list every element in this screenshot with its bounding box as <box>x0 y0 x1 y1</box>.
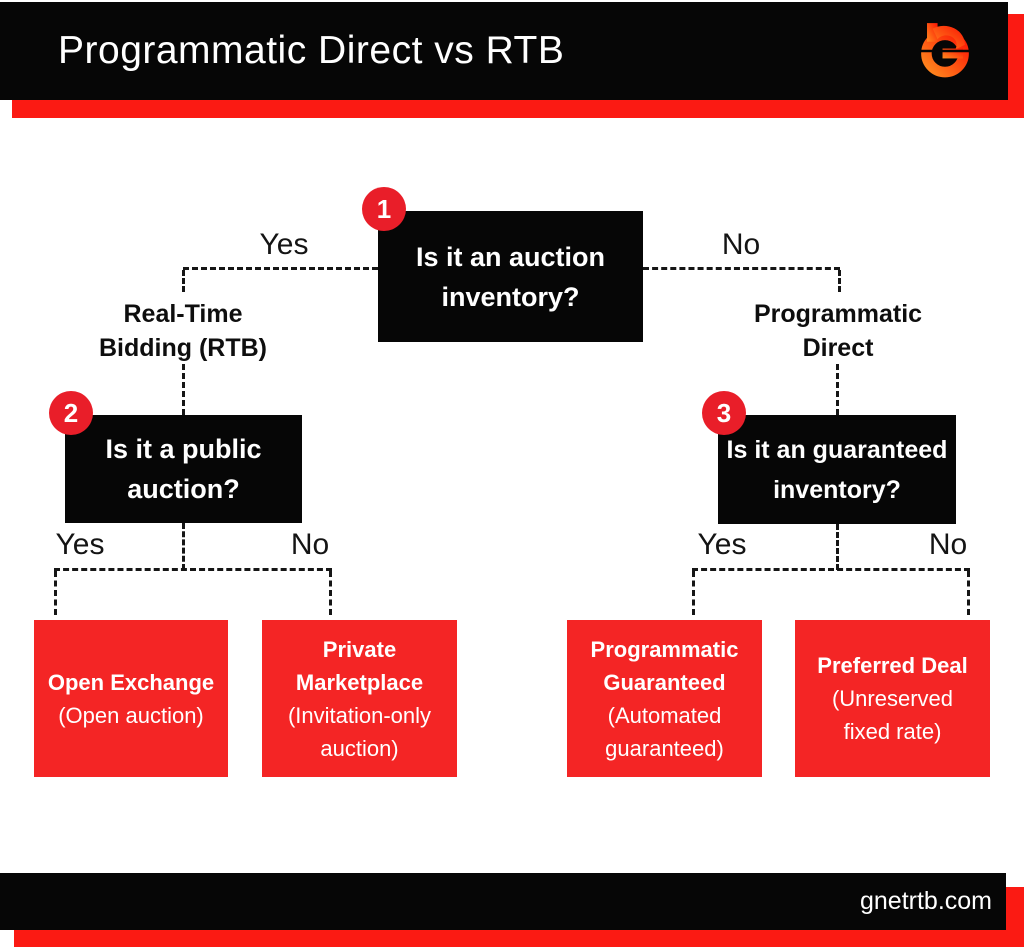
connector-node2-no-drop <box>329 571 332 615</box>
category-direct-line2: Direct <box>802 334 874 362</box>
connector-root-no-horizontal <box>643 267 840 270</box>
branch-label-root-yes: Yes <box>259 228 309 261</box>
connector-rtb-to-node2 <box>182 364 185 415</box>
question-2-line2: auction? <box>127 474 240 504</box>
connector-direct-to-node3 <box>836 364 839 415</box>
category-direct-line1: Programmatic <box>753 300 923 328</box>
outcome-title: Programmatic Guaranteed <box>590 636 739 695</box>
category-rtb-line1: Real-Time <box>123 300 243 328</box>
connector-node2-yes-drop <box>54 571 57 615</box>
outcome-box-open-exchange: Open Exchange (Open auction) <box>34 620 228 777</box>
branch-label-node2-no: No <box>290 528 330 561</box>
connector-root-no-corner <box>838 270 841 292</box>
connector-node2-down <box>182 523 185 570</box>
outcome-subtitle: (Open auction) <box>58 702 204 728</box>
outcome-title: Preferred Deal <box>817 653 968 678</box>
connector-node3-yes-drop <box>692 571 695 615</box>
outcome-box-preferred-deal: Preferred Deal (Unreserved fixed rate) <box>795 620 990 777</box>
footer-bar: gnetrtb.com <box>0 873 1006 930</box>
outcome-box-private-marketplace: Private Marketplace (Invitation-only auc… <box>262 620 457 777</box>
decision-node-3: 3 Is it an guaranteed inventory? <box>702 391 956 524</box>
outcome-subtitle: (Unreserved fixed rate) <box>831 686 954 744</box>
category-label-rtb: Real-Time Bidding (RTB) <box>88 297 278 365</box>
outcome-box-programmatic-guaranteed: Programmatic Guaranteed (Automated guara… <box>567 620 762 777</box>
step-badge-3: 3 <box>702 391 746 435</box>
question-1-line2: inventory? <box>441 281 580 312</box>
question-3-line1: Is it an guaranteed <box>726 435 948 464</box>
step-badge-2: 2 <box>49 391 93 435</box>
outcome-subtitle: (Automated guaranteed) <box>605 702 724 761</box>
connector-root-yes-horizontal <box>183 267 378 270</box>
g-logo-icon <box>917 23 973 78</box>
question-3-line2: inventory? <box>773 475 901 504</box>
branch-label-node3-yes: Yes <box>697 528 747 561</box>
outcome-subtitle: (Invitation-only auction) <box>287 702 432 761</box>
header-bar: Programmatic Direct vs RTB <box>0 2 1008 100</box>
outcome-title: Private Marketplace <box>295 636 424 695</box>
connector-root-yes-corner <box>182 270 185 292</box>
step-badge-1: 1 <box>362 187 406 231</box>
connector-node3-down <box>836 524 839 570</box>
branch-label-node3-no: No <box>928 528 968 561</box>
branch-label-node2-yes: Yes <box>55 528 105 561</box>
connector-node2-tbar <box>54 568 332 571</box>
page-title: Programmatic Direct vs RTB <box>58 29 565 72</box>
outcome-title: Open Exchange <box>47 669 215 695</box>
branch-label-root-no: No <box>721 228 761 261</box>
category-label-programmatic-direct: Programmatic Direct <box>743 297 933 365</box>
question-2-line1: Is it a public <box>105 434 262 464</box>
connector-node3-tbar <box>692 568 970 571</box>
question-1-line1: Is it an auction <box>415 241 606 272</box>
category-rtb-line2: Bidding (RTB) <box>98 334 267 362</box>
connector-node3-no-drop <box>967 571 970 615</box>
decision-node-2: 2 Is it a public auction? <box>49 391 302 523</box>
decision-node-1: 1 Is it an auction inventory? <box>362 187 643 342</box>
website-text: gnetrtb.com <box>859 887 992 915</box>
